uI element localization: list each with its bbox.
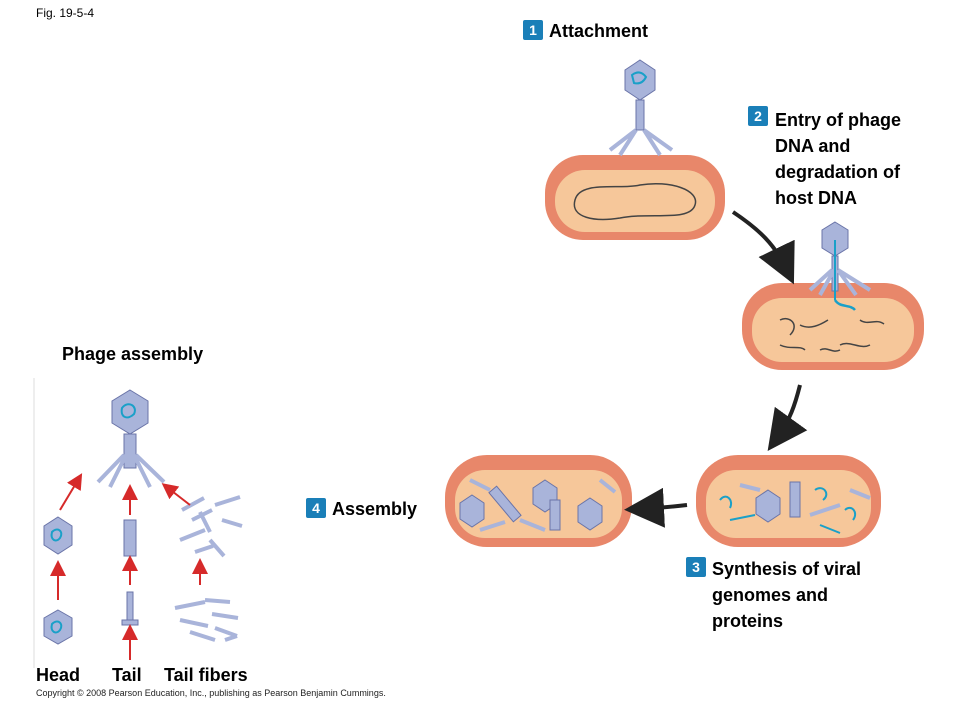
phage-assembly-title: Phage assembly — [62, 344, 204, 364]
step-3-label: Synthesis of viral genomes and proteins — [712, 559, 862, 631]
phage-injecting — [808, 221, 872, 300]
arrow-1-to-2 — [731, 210, 795, 285]
step-4-badge: 4 — [306, 498, 326, 518]
arrow-2-to-3 — [767, 384, 808, 451]
phage-attaching — [608, 59, 674, 157]
tail-label: Tail — [112, 665, 142, 685]
step-4-label: Assembly — [332, 499, 418, 519]
step-1-badge: 1 — [523, 20, 543, 40]
host-cell-step3 — [696, 455, 881, 547]
host-cell-step2 — [742, 283, 924, 370]
arrow-3-to-4 — [624, 487, 688, 528]
copyright-text: Copyright © 2008 Pearson Education, Inc.… — [36, 688, 386, 698]
step-2-badge: 2 — [748, 106, 768, 126]
host-cell-step1 — [545, 155, 725, 240]
step-2-label: Entry of phage DNA and degradation of ho… — [775, 110, 902, 208]
step-1-label: Attachment — [549, 21, 649, 41]
step-3-badge: 3 — [686, 557, 706, 577]
head-label: Head — [36, 665, 81, 685]
host-cell-step4 — [445, 455, 632, 547]
tail-fibers-label: Tail fibers — [164, 665, 248, 685]
assembly-panel — [33, 378, 243, 668]
figure-label: Fig. 19-5-4 — [36, 6, 95, 20]
